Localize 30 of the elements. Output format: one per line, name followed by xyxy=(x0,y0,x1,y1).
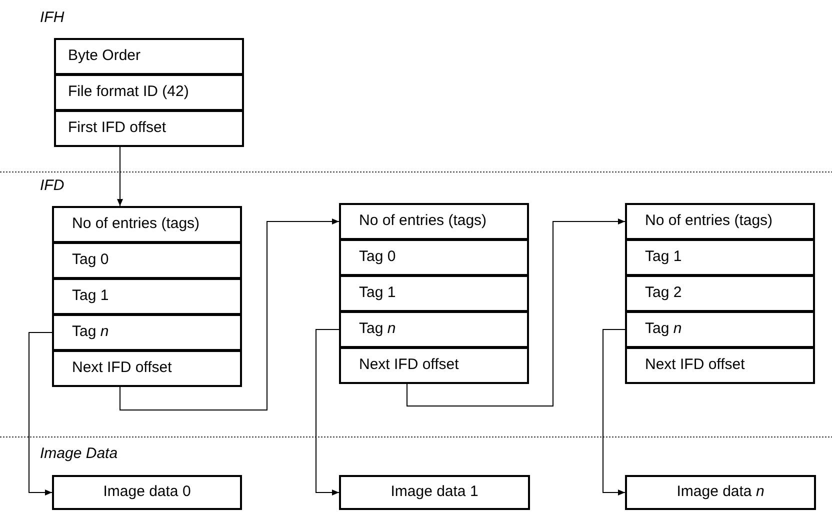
table-cell: Tag 1 xyxy=(52,278,242,315)
table-cell: Tag 1 xyxy=(339,275,529,312)
section-label: Image Data xyxy=(40,444,118,464)
table-cell: Tag 1 xyxy=(625,239,815,276)
table-cell: Next IFD offset xyxy=(625,347,815,384)
table-cell: Tag 0 xyxy=(339,239,529,276)
table-cell: Next IFD offset xyxy=(339,347,529,384)
table-cell: No of entries (tags) xyxy=(625,203,815,240)
table-cell: First IFD offset xyxy=(54,110,244,147)
connector-arrow xyxy=(316,329,340,496)
table-cell: Tag n xyxy=(339,311,529,348)
section-label: IFD xyxy=(40,176,64,196)
connector-arrow xyxy=(117,146,123,206)
table-cell: No of entries (tags) xyxy=(52,206,242,243)
connector-arrow xyxy=(120,218,340,410)
table-cell: Tag 0 xyxy=(52,242,242,279)
table-cell: No of entries (tags) xyxy=(339,203,529,240)
table-cell: Byte Order xyxy=(54,38,244,75)
connector-arrow xyxy=(602,329,626,496)
section-label: IFH xyxy=(40,8,64,28)
table-cell: Image data n xyxy=(625,475,816,510)
table-cell: Tag n xyxy=(52,314,242,351)
table-cell: Next IFD offset xyxy=(52,350,242,387)
connector-arrow xyxy=(406,218,626,406)
table-cell: Image data 0 xyxy=(52,475,242,510)
connector-arrow xyxy=(28,332,52,496)
table-cell: Image data 1 xyxy=(339,475,530,510)
table-cell: Tag 2 xyxy=(625,275,815,312)
table-cell: Tag n xyxy=(625,311,815,348)
table-cell: File format ID (42) xyxy=(54,74,244,111)
